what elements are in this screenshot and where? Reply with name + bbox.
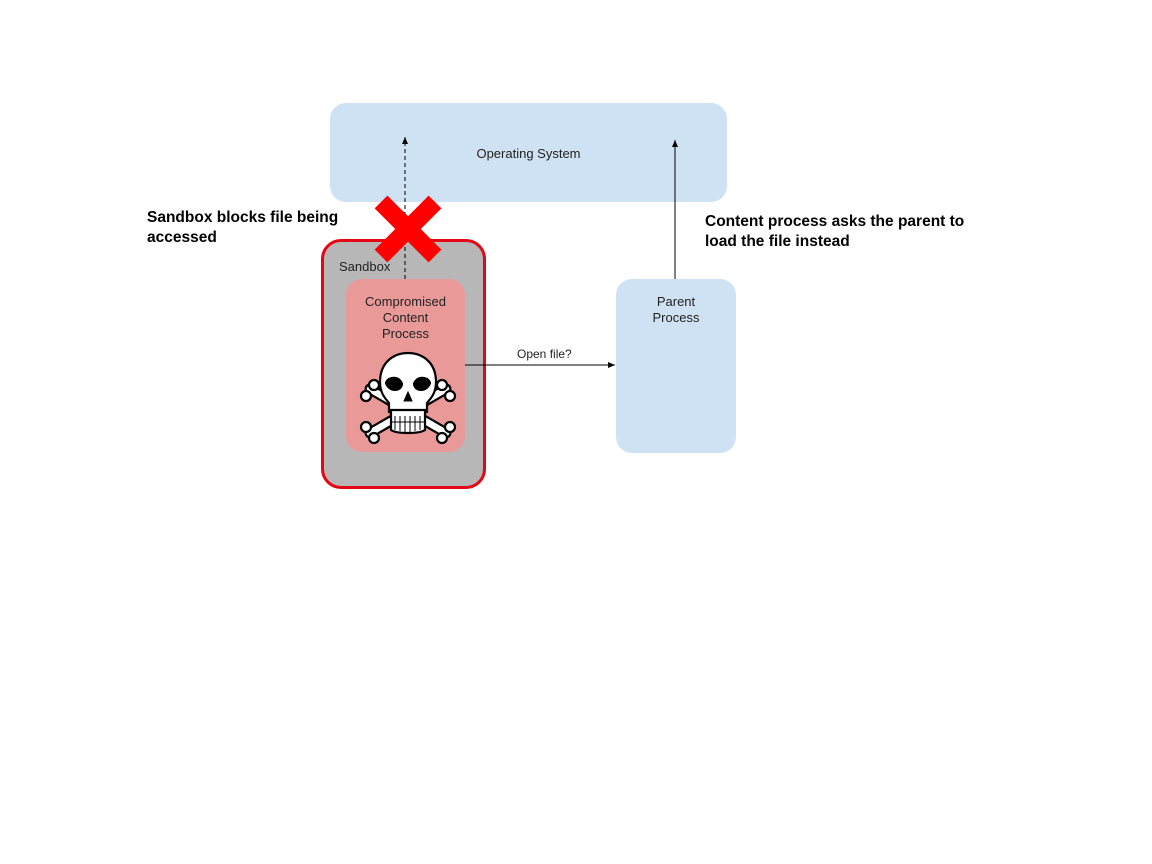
content-process-label: Compromised Content Process <box>346 294 465 342</box>
skull-and-crossbones-icon <box>359 351 457 445</box>
content-process-label-text: Compromised Content Process <box>365 294 446 341</box>
parent-process-label: Parent Process <box>616 294 736 326</box>
sandbox-blocks-annotation: Sandbox blocks file being accessed <box>147 209 339 246</box>
operating-system-label: Operating System <box>476 146 581 161</box>
parent-process-label-text: Parent Process <box>652 294 700 325</box>
operating-system-node: Operating System <box>330 103 727 202</box>
sandbox-label: Sandbox <box>339 259 391 274</box>
open-file-edge-label: Open file? <box>517 347 572 361</box>
content-asks-parent-annotation: Content process asks the parent to load … <box>705 213 965 250</box>
red-x-icon <box>374 195 442 263</box>
parent-process-node: Parent Process <box>616 279 736 453</box>
